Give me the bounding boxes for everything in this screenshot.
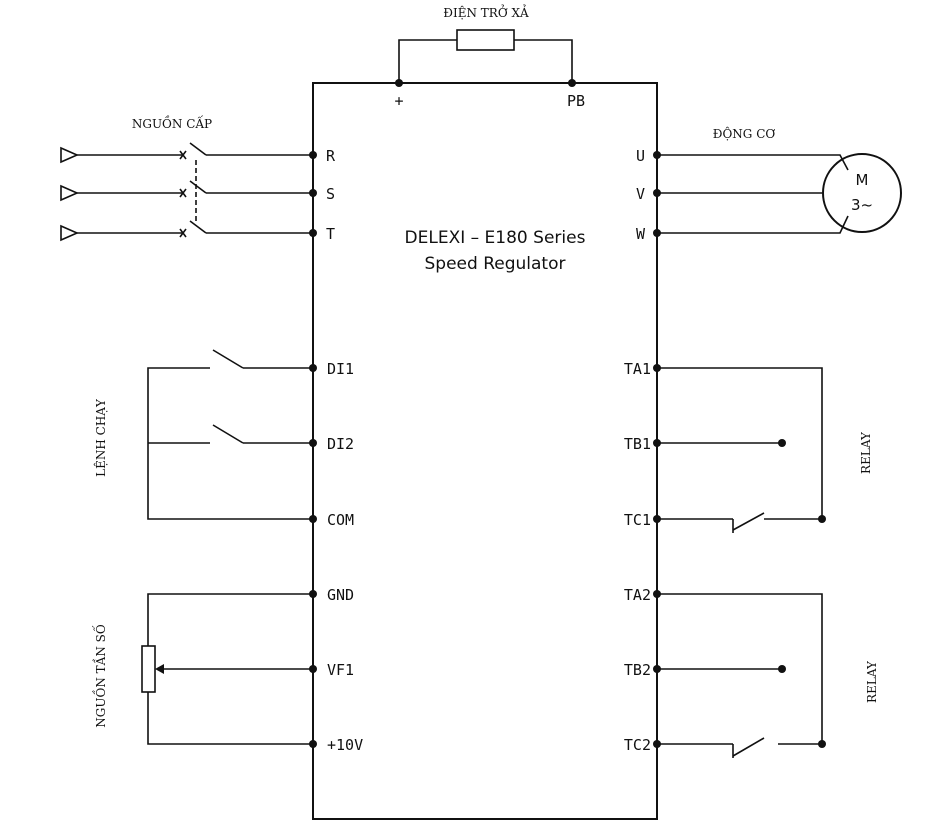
terminal-u: U (636, 147, 645, 165)
motor-symbol (822, 153, 902, 233)
terminal-10v: +10V (327, 736, 363, 754)
motor-circuit (653, 151, 902, 237)
terminal-gnd: GND (327, 586, 354, 604)
frequency-source-label: NGUỒN TẦN SỐ (91, 624, 108, 728)
terminal-tb1: TB1 (624, 435, 651, 453)
relay2-label: RELAY (865, 660, 879, 703)
terminal-t: T (326, 225, 335, 243)
terminal-di1: DI1 (327, 360, 354, 378)
frequency-source-circuit (141, 590, 317, 748)
terminal-ta1: TA1 (624, 360, 651, 378)
relay1-label: RELAY (859, 431, 873, 474)
run-command-circuit (147, 349, 317, 523)
terminal-di2: DI2 (327, 435, 354, 453)
terminal-pb: PB (567, 92, 585, 110)
power-supply-circuit (60, 142, 317, 242)
potentiometer-symbol (141, 645, 156, 693)
controller-box (312, 82, 658, 820)
terminal-tc2: TC2 (624, 736, 651, 754)
terminal-tb2: TB2 (624, 661, 651, 679)
terminal-tc1: TC1 (624, 511, 651, 529)
relay2-circuit (653, 590, 826, 758)
terminal-w: W (636, 225, 646, 243)
controller-title-line1: DELEXI – E180 Series (405, 228, 586, 248)
run-command-label: LỆNH CHẠY (93, 398, 108, 477)
motor-text-m: M (856, 171, 869, 189)
motor-label: ĐỘNG CƠ (713, 126, 776, 141)
terminal-plus: + (394, 92, 403, 110)
brake-resistor-symbol (456, 29, 515, 51)
terminal-r: R (326, 147, 336, 165)
terminal-vf1: VF1 (327, 661, 354, 679)
terminal-com: COM (327, 511, 354, 529)
relay1-circuit (653, 364, 826, 533)
power-supply-label: NGUỒN CẤP (132, 114, 212, 131)
terminal-s: S (326, 185, 335, 203)
terminal-v: V (636, 185, 645, 203)
brake-resistor-circuit (395, 29, 576, 87)
terminal-ta2: TA2 (624, 586, 651, 604)
motor-text-phase: 3~ (851, 196, 873, 214)
brake-resistor-label: ĐIỆN TRỞ XẢ (443, 3, 529, 20)
controller-title-line2: Speed Regulator (425, 254, 566, 274)
